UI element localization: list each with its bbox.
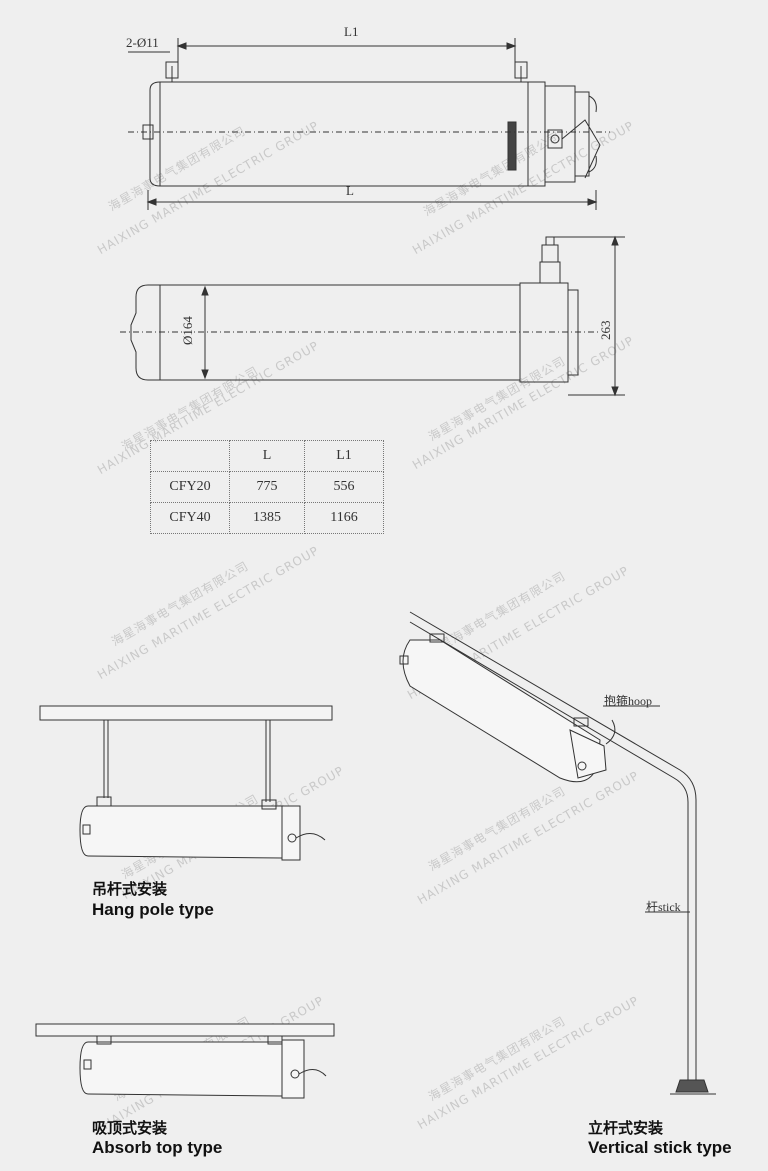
height-dimension-label: 263 [598, 320, 613, 341]
absorb-top-illustration [35, 1023, 335, 1099]
table-cell: CFY40 [150, 502, 230, 534]
side-view [128, 38, 610, 210]
table-header-cell: L1 [304, 440, 384, 472]
l-dimension-label: L [346, 183, 354, 198]
table-cell: CFY20 [150, 471, 230, 503]
hang-pole-illustration [39, 705, 333, 861]
diameter-dimension-label: Ø164 [180, 316, 195, 345]
table-header-row: L L1 [150, 440, 384, 472]
table-row: CFY20 775 556 [150, 471, 384, 503]
hoop-label: 抱箍hoop [604, 694, 653, 708]
table-cell: 1166 [304, 502, 384, 534]
vertical-caption-cn: 立杆式安装 [588, 1119, 664, 1137]
table-cell: 1385 [229, 502, 305, 534]
table-cell: 556 [304, 471, 384, 503]
top-view [120, 235, 625, 397]
vertical-caption-en: Vertical stick type [588, 1138, 732, 1157]
table-header-cell [150, 440, 230, 472]
absorb-caption-en: Absorb top type [92, 1138, 223, 1157]
vertical-stick-illustration [399, 611, 716, 1095]
table-cell: 775 [229, 471, 305, 503]
stick-label: 杆stick [646, 900, 681, 914]
l1-dimension-label: L1 [344, 24, 359, 39]
hang-caption-cn: 吊杆式安装 [92, 880, 168, 898]
absorb-caption-cn: 吸顶式安装 [92, 1119, 168, 1137]
hang-caption-en: Hang pole type [92, 900, 214, 919]
holes-dimension-label: 2-Ø11 [126, 35, 159, 50]
dimension-table: L L1 CFY20 775 556 CFY40 1385 1166 [150, 440, 384, 534]
table-header-cell: L [229, 440, 305, 472]
table-row: CFY40 1385 1166 [150, 502, 384, 534]
